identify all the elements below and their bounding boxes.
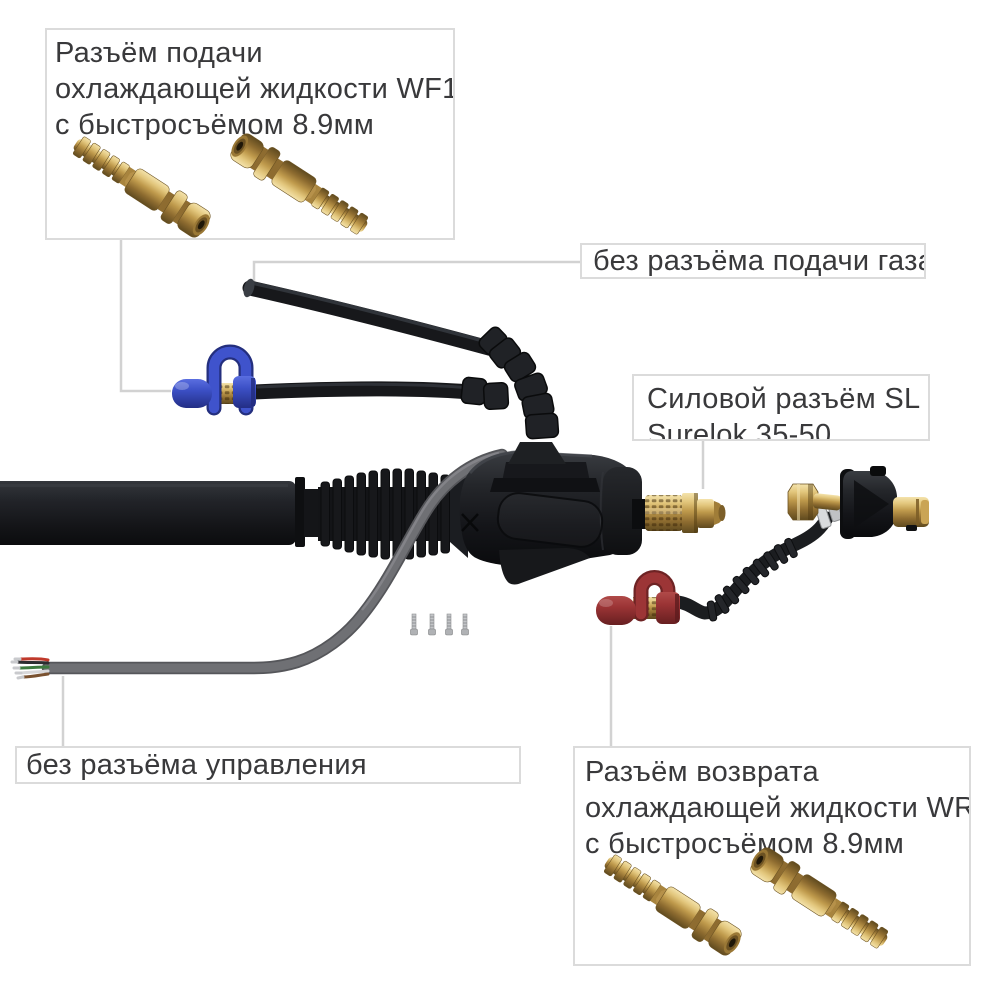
screw-icon <box>410 613 418 636</box>
control-cable <box>41 448 509 675</box>
screw-icon <box>428 613 436 636</box>
main-cable <box>0 481 296 545</box>
blue-cap <box>172 379 212 408</box>
cable-flange <box>295 477 319 547</box>
body-recessed-panel <box>496 492 604 548</box>
surelok-plug-pin <box>893 497 929 531</box>
flex-joint <box>460 326 600 492</box>
blue-quick-connector <box>172 344 256 416</box>
callout-line <box>252 260 580 283</box>
coolant-hose <box>670 511 834 622</box>
callout-lines <box>61 240 705 746</box>
body-end-cylinder <box>603 467 642 555</box>
callout-wf1: Разъём подачи охлаждающей жидкости WF1 с… <box>45 28 455 240</box>
body-fin <box>499 548 590 585</box>
callout-wr1: Разъём возврата охлаждающей жидкости WR1… <box>573 746 971 966</box>
callout-wr1-line1: Разъём возврата <box>585 756 819 788</box>
gas-tube <box>242 278 508 359</box>
callout-gas: без разъёма подачи газа <box>580 243 926 279</box>
screw-icon <box>461 613 469 636</box>
callout-wf1-line3: с быстросъёмом 8.9мм <box>55 109 375 141</box>
callout-sl-line1: Силовой разъём SL <box>647 383 921 415</box>
water-tube <box>245 381 490 401</box>
mounting-screws <box>410 613 469 636</box>
callout-wr1-line2: охлаждающей жидкости WR1 <box>585 792 971 824</box>
callout-wf1-line1: Разъём подачи <box>55 37 263 69</box>
red-quick-connector <box>596 570 680 625</box>
callout-control: без разъёма управления <box>15 746 521 784</box>
callout-sl: Силовой разъём SL Surelok 35-50 <box>632 374 930 441</box>
screw-icon <box>445 613 453 636</box>
embossed-mark <box>461 513 479 532</box>
surelok-nut <box>787 483 842 521</box>
callout-control-label: без разъёма управления <box>26 748 367 781</box>
callout-line <box>119 240 171 393</box>
control-wires <box>10 657 50 680</box>
callout-wr1-line3: с быстросъёмом 8.9мм <box>585 828 905 860</box>
red-cap <box>596 596 636 625</box>
power-pin <box>632 493 726 533</box>
callout-wf1-line2: охлаждающей жидкости WF1 <box>55 73 455 105</box>
surelok-connector <box>787 466 929 539</box>
callout-gas-label: без разъёма подачи газа <box>593 244 926 277</box>
callout-sl-line2: Surelok 35-50 <box>647 419 832 441</box>
